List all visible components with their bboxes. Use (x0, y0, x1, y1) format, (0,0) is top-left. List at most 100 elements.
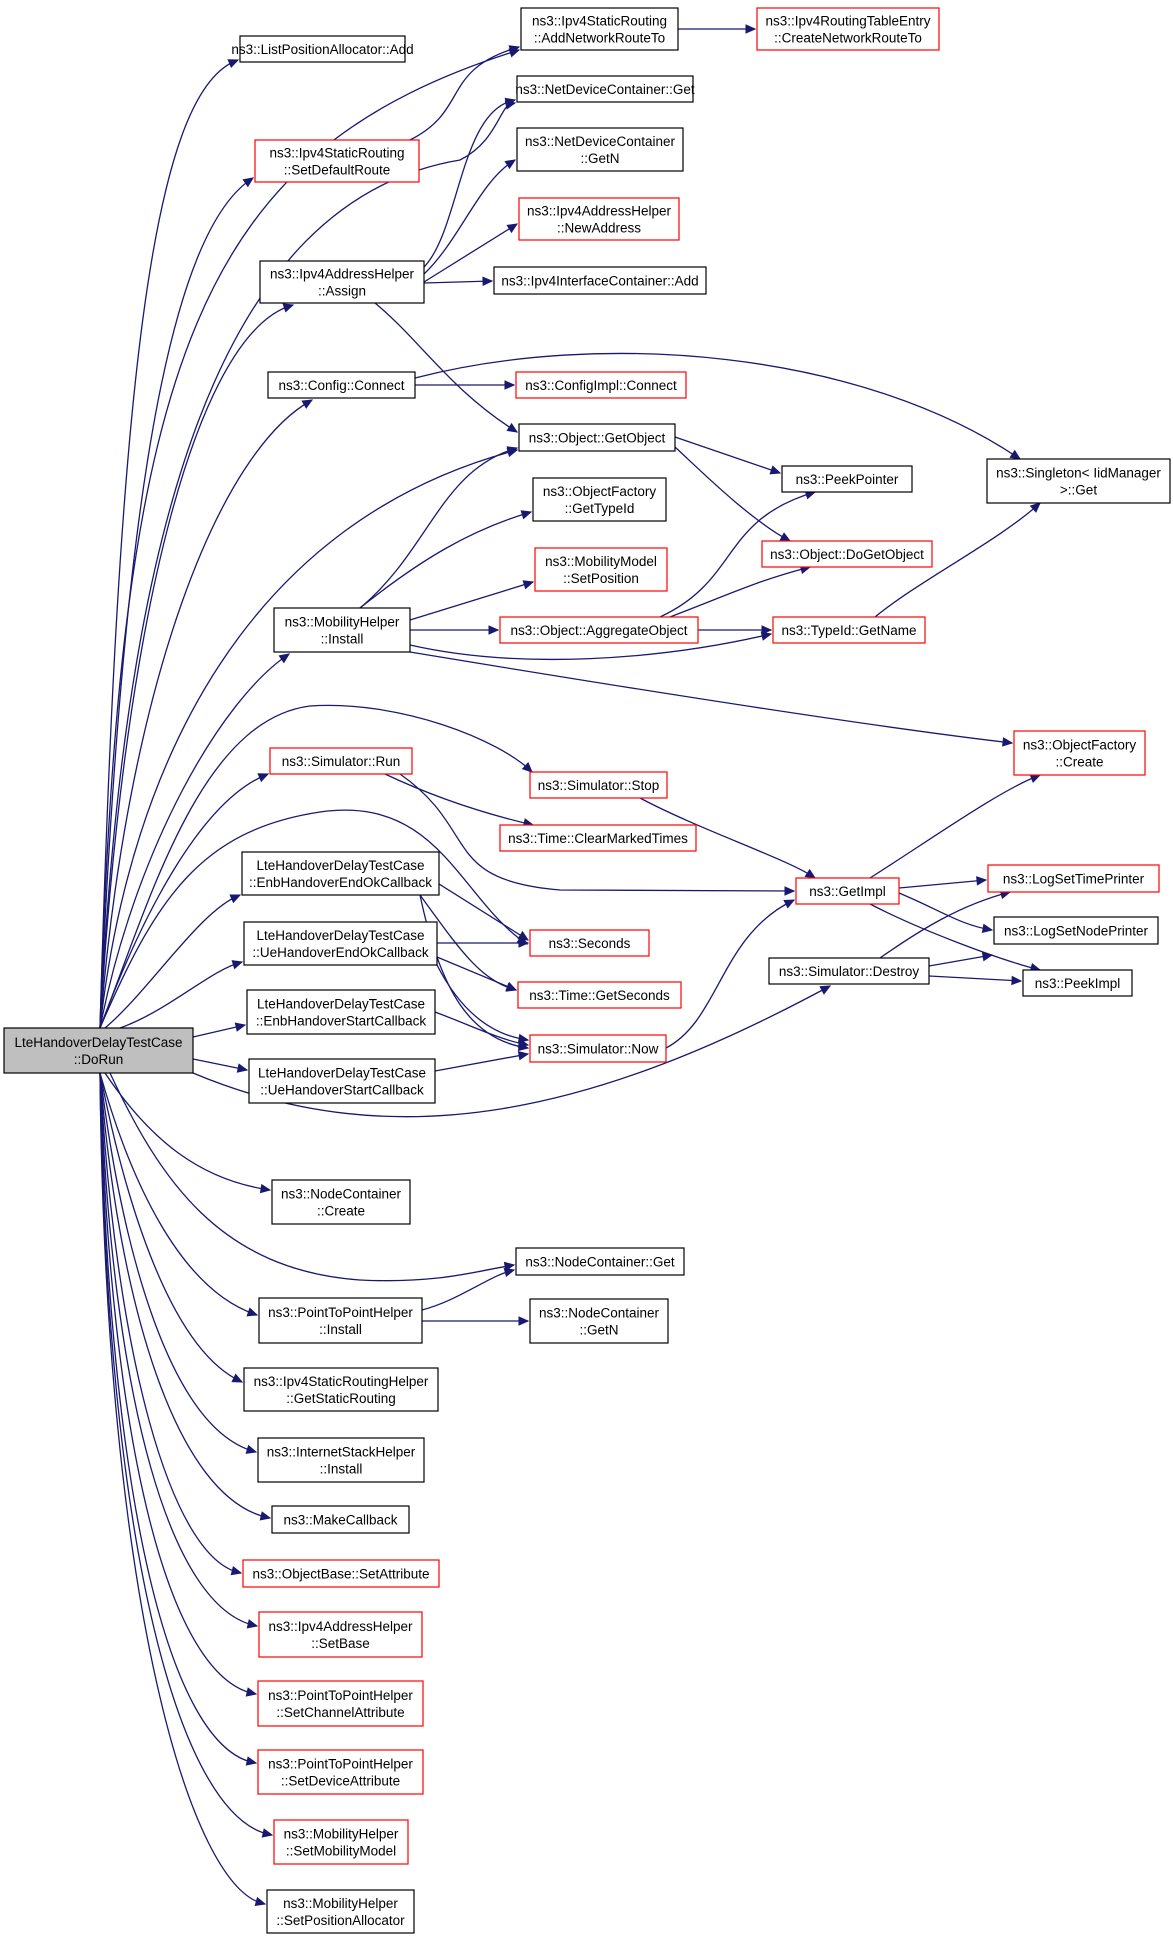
node-label-ueHoStart-line-0: LteHandoverDelayTestCase (258, 1066, 426, 1081)
node-ndcGet[interactable]: ns3::NetDeviceContainer::Get (515, 75, 695, 103)
arrowhead-root-to-ishInstall (245, 1444, 258, 1454)
node-enbHoStart[interactable]: LteHandoverDelayTestCase::EnbHandoverSta… (246, 989, 436, 1035)
edge-root-to-p2pSetChan (99, 1072, 257, 1695)
node-label-p2pSetDev-line-0: ns3::PointToPointHelper (268, 1757, 413, 1772)
arrowhead-simDestroy-to-logSetNode (981, 951, 994, 962)
arrowhead-ueHoEndOk-to-seconds (518, 938, 530, 948)
node-root[interactable]: LteHandoverDelayTestCase::DoRun (3, 1027, 194, 1074)
arrowhead-objGetObject-to-peekPointer (769, 465, 782, 475)
node-objDoGetObject[interactable]: ns3::Object::DoGetObject (761, 540, 933, 568)
arrowhead-root-to-simDestroy (819, 985, 832, 995)
node-ncGetN[interactable]: ns3::NodeContainer::GetN (529, 1298, 669, 1344)
node-mhInstall[interactable]: ns3::MobilityHelper::Install (273, 607, 411, 653)
node-timeClear[interactable]: ns3::Time::ClearMarkedTimes (499, 824, 697, 852)
node-mhSetPosAlloc[interactable]: ns3::MobilityHelper::SetPositionAllocato… (266, 1889, 415, 1934)
arrowhead-getImpl-to-ofCreate (1029, 774, 1042, 783)
node-ipv4AhNewAddr[interactable]: ns3::Ipv4AddressHelper::NewAddress (518, 197, 680, 241)
node-box-singletonGet (986, 458, 1171, 504)
node-ofCreate[interactable]: ns3::ObjectFactory::Create (1013, 730, 1146, 776)
node-ipv4SrDefault[interactable]: ns3::Ipv4StaticRouting::SetDefaultRoute (254, 139, 420, 183)
node-makeCallback[interactable]: ns3::MakeCallback (271, 1505, 410, 1534)
arrowhead-root-to-p2pSetChan (245, 1687, 258, 1697)
arrowhead-root-to-mhInstall (278, 653, 291, 664)
arrowhead-ipv4AhAssign-to-ndcGetN (504, 159, 517, 170)
edge-root-to-mhSetModel (99, 1072, 273, 1836)
node-peekPointer[interactable]: ns3::PeekPointer (781, 465, 913, 493)
node-box-logSetNode (993, 916, 1159, 945)
node-listPosAdd[interactable]: ns3::ListPositionAllocator::Add (231, 35, 414, 63)
node-typeIdGetName[interactable]: ns3::TypeId::GetName (772, 616, 926, 644)
arrowhead-typeIdGetName-to-singletonGet (1029, 502, 1041, 513)
node-cfgConnect[interactable]: ns3::Config::Connect (267, 371, 416, 399)
node-ipv4AhAssign[interactable]: ns3::Ipv4AddressHelper::Assign (259, 260, 425, 304)
node-ueHoStart[interactable]: LteHandoverDelayTestCase::UeHandoverStar… (248, 1058, 436, 1104)
edge-root-to-mhInstall (99, 653, 290, 1029)
node-box-ofCreate (1013, 730, 1146, 776)
node-simRun[interactable]: ns3::Simulator::Run (269, 747, 413, 775)
node-p2pInstall[interactable]: ns3::PointToPointHelper::Install (258, 1297, 423, 1344)
node-ipv4IcAdd[interactable]: ns3::Ipv4InterfaceContainer::Add (493, 266, 707, 295)
edge-root-to-ipv4SrAddNet (99, 49, 520, 1029)
node-ofGetTypeId[interactable]: ns3::ObjectFactory::GetTypeId (532, 477, 667, 522)
edge-ueHoStart-to-simNow (434, 1053, 529, 1072)
node-box-mhSetModel (273, 1819, 409, 1865)
edge-getImpl-to-ofCreate (869, 774, 1041, 879)
arrowhead-p2pInstall-to-ncGet (503, 1267, 516, 1278)
node-label-logSetNode-line-0: ns3::LogSetNodePrinter (1004, 924, 1149, 939)
node-ipv4SrAddNet[interactable]: ns3::Ipv4StaticRouting::AddNetworkRouteT… (520, 7, 679, 51)
arrowhead-root-to-ncCreate (259, 1183, 272, 1194)
node-ipv4RteCreate[interactable]: ns3::Ipv4RoutingTableEntry::CreateNetwor… (756, 7, 940, 51)
node-box-p2pSetDev (257, 1749, 424, 1795)
node-ncGet[interactable]: ns3::NodeContainer::Get (515, 1247, 685, 1276)
arrowhead-simStop-to-getImpl (804, 868, 817, 879)
node-seconds[interactable]: ns3::Seconds (529, 929, 650, 957)
node-peekImpl[interactable]: ns3::PeekImpl (1022, 969, 1133, 997)
node-singletonGet[interactable]: ns3::Singleton< IidManager>::Get (986, 458, 1171, 504)
node-ncCreate[interactable]: ns3::NodeContainer::Create (271, 1179, 411, 1225)
edge-simRun-to-timeClear (384, 773, 534, 826)
node-label-ueHoEndOk-line-0: LteHandoverDelayTestCase (256, 928, 424, 943)
node-label-ncGet-line-0: ns3::NodeContainer::Get (525, 1255, 675, 1270)
node-p2pSetChan[interactable]: ns3::PointToPointHelper::SetChannelAttri… (257, 1680, 424, 1727)
node-label-mhSetPosAlloc-line-0: ns3::MobilityHelper (283, 1896, 398, 1911)
node-simNow[interactable]: ns3::Simulator::Now (529, 1034, 667, 1063)
arrowhead-simDestroy-to-peekImpl (1011, 975, 1023, 986)
node-ipv4AhSetBase[interactable]: ns3::Ipv4AddressHelper::SetBase (258, 1611, 423, 1658)
arrowhead-enbHoEndOk-to-seconds (517, 930, 530, 941)
edge-ipv4AhAssign-to-objGetObject (374, 302, 518, 433)
node-p2pSetDev[interactable]: ns3::PointToPointHelper::SetDeviceAttrib… (257, 1749, 424, 1795)
node-objGetObject[interactable]: ns3::Object::GetObject (518, 423, 676, 452)
node-simStop[interactable]: ns3::Simulator::Stop (529, 771, 668, 799)
node-logSetTime[interactable]: ns3::LogSetTimePrinter (987, 864, 1160, 893)
node-logSetNode[interactable]: ns3::LogSetNodePrinter (993, 916, 1159, 945)
node-box-ipv4SrAddNet (520, 7, 679, 51)
node-getImpl[interactable]: ns3::GetImpl (795, 877, 900, 905)
node-label-ipv4AhAssign-line-0: ns3::Ipv4AddressHelper (270, 267, 415, 282)
node-box-ncGetN (529, 1298, 669, 1344)
node-label-makeCallback-line-0: ns3::MakeCallback (283, 1513, 397, 1528)
node-ipv4SrhGet[interactable]: ns3::Ipv4StaticRoutingHelper::GetStaticR… (243, 1367, 439, 1412)
edge-root-to-p2pInstall (99, 1072, 258, 1316)
node-timeGetSeconds[interactable]: ns3::Time::GetSeconds (517, 981, 682, 1009)
edge-simNow-to-getImpl (665, 899, 795, 1049)
node-label-mhInstall-line-1: ::Install (321, 632, 364, 647)
edge-root-to-simRun (99, 773, 269, 1029)
node-obSetAttr[interactable]: ns3::ObjectBase::SetAttribute (242, 1559, 440, 1588)
node-simDestroy[interactable]: ns3::Simulator::Destroy (768, 957, 930, 985)
node-ueHoEndOk[interactable]: LteHandoverDelayTestCase::UeHandoverEndO… (243, 921, 438, 966)
node-box-objAggregate (499, 616, 699, 644)
node-label-simNow-line-0: ns3::Simulator::Now (538, 1042, 659, 1057)
node-mhSetModel[interactable]: ns3::MobilityHelper::SetMobilityModel (273, 1819, 409, 1865)
edge-simStop-to-getImpl (639, 797, 816, 879)
node-objAggregate[interactable]: ns3::Object::AggregateObject (499, 616, 699, 644)
node-box-simNow (529, 1034, 667, 1063)
node-mmSetPosition[interactable]: ns3::MobilityModel::SetPosition (534, 547, 668, 592)
node-cfgImplConnect[interactable]: ns3::ConfigImpl::Connect (515, 371, 687, 399)
node-enbHoEndOk[interactable]: LteHandoverDelayTestCase::EnbHandoverEnd… (241, 851, 440, 896)
node-label-singletonGet-line-0: ns3::Singleton< IidManager (996, 466, 1161, 481)
node-box-mhSetPosAlloc (266, 1889, 415, 1934)
node-box-mmSetPosition (534, 547, 668, 592)
node-ishInstall[interactable]: ns3::InternetStackHelper::Install (257, 1437, 425, 1483)
node-ndcGetN[interactable]: ns3::NetDeviceContainer::GetN (516, 127, 684, 172)
